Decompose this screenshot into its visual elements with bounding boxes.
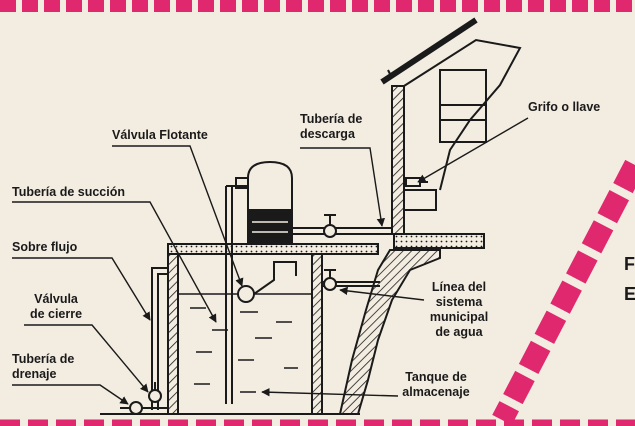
label-tuberia-drenaje-line1: Tubería de xyxy=(12,352,75,366)
suction-pipe xyxy=(225,186,233,404)
leader-valvula-cierre xyxy=(24,324,149,393)
label-tuberia-descarga-line2: descarga xyxy=(300,127,355,141)
float-arm xyxy=(253,261,297,295)
label-tuberia-descarga: Tubería de descarga xyxy=(300,112,362,142)
label-grifo: Grifo o llave xyxy=(528,100,601,114)
pump xyxy=(235,160,293,245)
label-linea-l3: municipal xyxy=(429,310,489,324)
house-wall xyxy=(391,85,405,235)
municipal-valve-icon xyxy=(323,269,337,291)
label-linea-l4: de agua xyxy=(435,325,483,339)
leader-tanque xyxy=(261,388,399,397)
edge-letter-top: F xyxy=(624,254,635,274)
drain-valve-icon xyxy=(129,401,143,415)
house xyxy=(380,17,522,249)
label-linea-l2: sistema xyxy=(435,295,483,309)
pump-body xyxy=(247,160,293,211)
label-linea-municipal: Línea del sistema municipal de agua xyxy=(418,280,500,340)
roof xyxy=(380,17,478,85)
label-tanque: Tanque de almacenaje xyxy=(396,370,476,400)
leader-sobre-flujo xyxy=(12,257,151,321)
valves xyxy=(129,177,428,415)
label-linea-l1: Línea del xyxy=(431,280,487,294)
pipes xyxy=(120,185,392,410)
float-ball xyxy=(237,285,255,303)
leader-tuberia-succion xyxy=(12,201,217,323)
leader-tuberia-drenaje xyxy=(12,384,129,405)
faucet-icon xyxy=(405,177,428,187)
label-valvula-cierre: Válvula de cierre xyxy=(20,292,92,322)
label-tuberia-drenaje: Tubería de drenaje xyxy=(12,352,74,382)
wall-outline xyxy=(403,38,522,191)
label-tanque-line2: almacenaje xyxy=(402,385,470,399)
overflow-pipe xyxy=(151,267,168,410)
shutoff-valve-icon xyxy=(148,382,162,403)
label-valvula-cierre-line2: de cierre xyxy=(29,307,83,321)
label-tuberia-drenaje-line2: drenaje xyxy=(12,367,57,381)
water-lines xyxy=(190,307,298,393)
pump-motor xyxy=(247,209,293,245)
sink xyxy=(403,189,437,211)
roof-edge xyxy=(387,69,393,79)
tank-right-wall xyxy=(311,254,323,415)
label-valvula-flotante: Válvula Flotante xyxy=(112,128,208,142)
tank-lid xyxy=(167,243,379,255)
leader-lines xyxy=(12,117,529,405)
embankment xyxy=(338,249,441,415)
floor-slab xyxy=(393,233,485,249)
label-valvula-cierre-line1: Válvula xyxy=(34,292,78,306)
leader-grifo xyxy=(417,117,529,183)
leader-linea-municipal xyxy=(339,286,425,301)
diagonal-accent-stripe xyxy=(492,159,635,426)
tank-left-wall xyxy=(167,254,179,415)
discharge-pipe xyxy=(292,227,392,235)
label-tanque-line1: Tanque de xyxy=(405,370,467,384)
label-sobre-flujo: Sobre flujo xyxy=(12,240,78,254)
leader-tuberia-descarga xyxy=(300,147,386,227)
label-tuberia-succion: Tubería de succión xyxy=(12,185,125,199)
label-tuberia-descarga-line1: Tubería de xyxy=(300,112,363,126)
discharge-valve-icon xyxy=(323,214,337,238)
pump-top xyxy=(235,177,249,189)
leader-valvula-flotante xyxy=(112,145,244,287)
edge-letter-bottom: E xyxy=(624,284,635,304)
